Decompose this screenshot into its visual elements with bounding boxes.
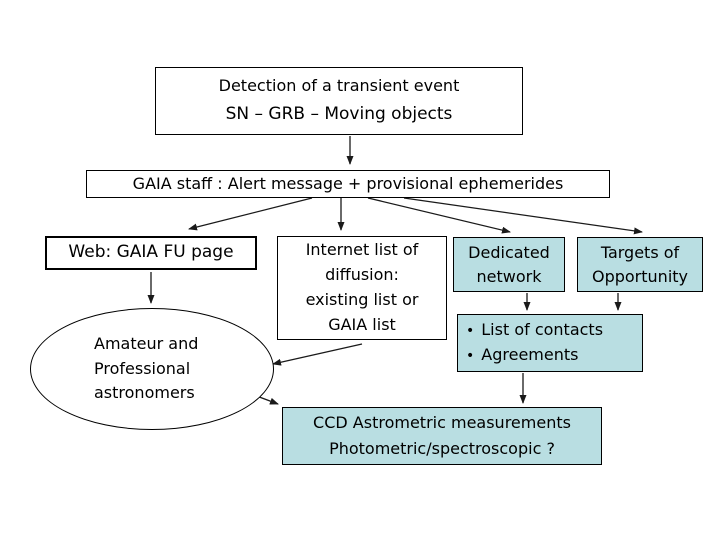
contacts-item2: Agreements xyxy=(481,345,579,364)
astronomers-line2: Professional xyxy=(94,358,191,378)
detection-line1: Detection of a transient event xyxy=(218,76,460,96)
internet-list-line4: GAIA list xyxy=(328,314,396,334)
astronomers-ellipse: Amateur and Professional astronomers xyxy=(30,308,274,430)
detection-line2: SN – GRB – Moving objects xyxy=(225,104,453,125)
contacts-bullet-row: • List of contacts xyxy=(466,318,603,343)
arrow-gaia-to-web xyxy=(188,197,313,231)
internet-list-box: Internet list of diffusion: existing lis… xyxy=(277,236,447,340)
contacts-item1: List of contacts xyxy=(481,320,604,340)
targets-opportunity-line2: Opportunity xyxy=(591,266,688,286)
dedicated-network-line2: network xyxy=(476,266,542,286)
arrow-gaia-to-targets xyxy=(403,197,643,235)
dedicated-network-line1: Dedicated xyxy=(468,242,550,262)
web-gaia-fu-text: Web: GAIA FU page xyxy=(68,242,234,263)
ccd-measurements-box: CCD Astrometric measurements Photometric… xyxy=(282,407,602,465)
internet-list-line1: Internet list of xyxy=(305,240,419,260)
internet-list-line3: existing list or xyxy=(305,290,419,309)
dedicated-network-box: Dedicated network xyxy=(453,237,565,292)
astronomers-line1: Amateur and xyxy=(94,333,199,353)
contacts-agreements-box: • List of contacts • Agreements xyxy=(457,314,643,372)
bullet-icon: • xyxy=(466,348,475,364)
gaia-staff-box: GAIA staff : Alert message + provisional… xyxy=(86,170,610,198)
ccd-line1: CCD Astrometric measurements xyxy=(313,413,571,433)
arrow-gaia-to-dedicated xyxy=(367,197,511,234)
arrow-internet-to-ellipse xyxy=(272,343,363,366)
bullet-icon: • xyxy=(466,323,475,340)
detection-box: Detection of a transient event SN – GRB … xyxy=(155,67,523,135)
agreements-bullet-row: • Agreements xyxy=(466,343,578,368)
targets-opportunity-box: Targets of Opportunity xyxy=(577,237,703,292)
web-gaia-fu-box: Web: GAIA FU page xyxy=(45,236,257,270)
targets-opportunity-line1: Targets of xyxy=(600,242,680,262)
ccd-line2: Photometric/spectroscopic ? xyxy=(329,439,555,458)
gaia-staff-text: GAIA staff : Alert message + provisional… xyxy=(132,174,564,193)
internet-list-line2: diffusion: xyxy=(325,265,399,285)
astronomers-line3: astronomers xyxy=(94,383,195,403)
